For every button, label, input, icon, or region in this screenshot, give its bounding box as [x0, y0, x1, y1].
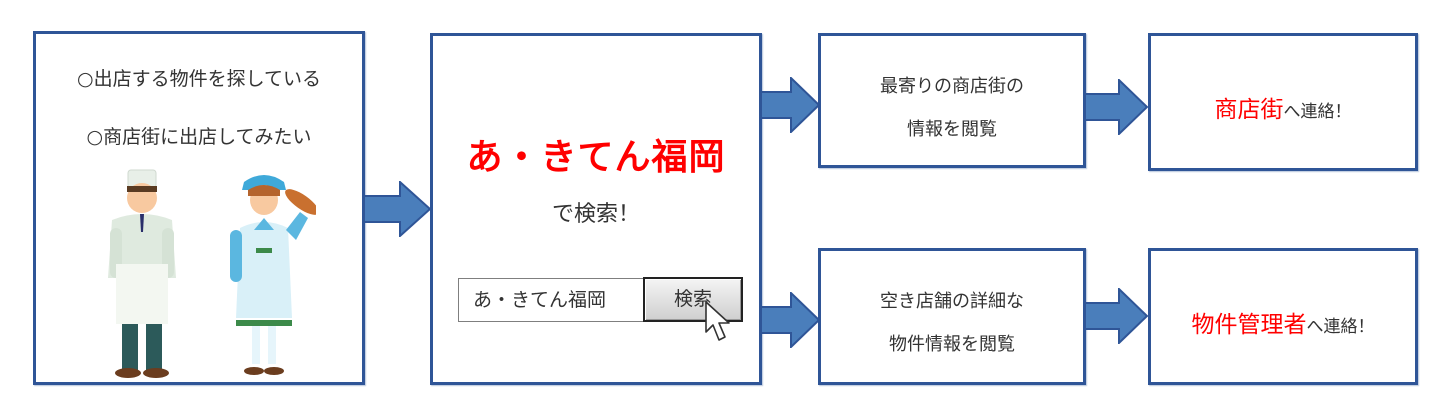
need-find-property: ○出店する物件を探している	[76, 68, 321, 90]
contact-owner-highlight: 物件管理者	[1191, 312, 1307, 338]
arrow-right-icon	[364, 181, 432, 237]
search-button[interactable]: 検索	[643, 277, 743, 322]
chef-figure	[108, 169, 176, 378]
browse-street-line2: 情報を閲覧	[907, 119, 997, 140]
site-brand-name: あ・きてん福岡	[466, 137, 726, 178]
contact-street-text: 商店街へ連絡！	[1151, 90, 1415, 124]
need-open-in-shopping-street: ○商店街に出店してみたい	[86, 126, 312, 148]
contact-owner-rest: へ連絡！	[1306, 317, 1375, 337]
search-input[interactable]: あ・きてん福岡	[458, 278, 644, 322]
browse-property-line1: 空き店舗の詳細な	[880, 291, 1024, 312]
arrow-right-icon	[1085, 79, 1149, 135]
browse-shopping-street-box: 最寄りの商店街の 情報を閲覧	[818, 33, 1086, 168]
arrow-right-icon	[761, 292, 821, 348]
search-instruction: で検索！	[551, 202, 640, 227]
mouse-cursor-icon	[705, 301, 730, 341]
contact-street-highlight: 商店街	[1214, 97, 1284, 123]
search-box: あ・きてん福岡 で検索！ あ・きてん福岡 検索	[430, 33, 762, 385]
contact-shopping-street-box: 商店街へ連絡！	[1148, 33, 1418, 171]
shopkeepers-illustration	[108, 169, 316, 378]
arrow-right-icon	[761, 77, 821, 133]
contact-property-manager-box: 物件管理者へ連絡！	[1148, 248, 1418, 385]
baker-figure	[230, 175, 316, 375]
needs-box: ○出店する物件を探している ○商店街に出店してみたい	[33, 31, 365, 385]
contact-street-rest: へ連絡！	[1283, 102, 1352, 122]
browse-property-box: 空き店舗の詳細な 物件情報を閲覧	[818, 248, 1086, 385]
arrow-right-icon	[1085, 288, 1149, 344]
browse-property-line2: 物件情報を閲覧	[889, 334, 1015, 355]
contact-owner-text: 物件管理者へ連絡！	[1151, 305, 1415, 339]
browse-street-line1: 最寄りの商店街の	[880, 76, 1024, 97]
